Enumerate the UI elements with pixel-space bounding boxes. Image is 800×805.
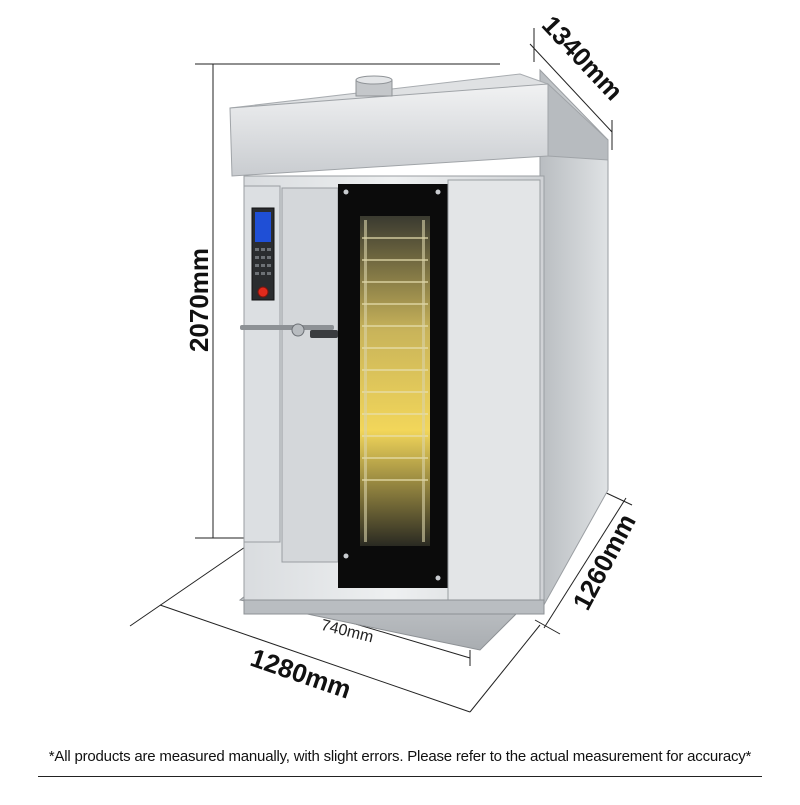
right-door-panel: [447, 179, 541, 605]
control-screen[interactable]: [255, 212, 271, 242]
front-width-dimension-label: 1280mm: [247, 642, 355, 704]
oven-window-glow: [360, 216, 430, 546]
oven-base: [243, 599, 545, 615]
rack-frame-right: [422, 220, 425, 542]
measurement-footnote: *All products are measured manually, wit…: [48, 748, 752, 765]
door-handle-bar[interactable]: [240, 325, 334, 330]
footnote-divider: [38, 776, 762, 777]
control-keypad[interactable]: [255, 248, 271, 275]
hood-side: [547, 82, 609, 161]
rack-frame-left: [364, 220, 367, 542]
chimney-top: [355, 75, 393, 85]
left-door: [281, 187, 339, 563]
door-handle-grip[interactable]: [310, 330, 338, 338]
hood-front: [229, 83, 549, 177]
door-handle-knob[interactable]: [291, 323, 305, 337]
emergency-stop-button[interactable]: [257, 286, 269, 298]
window-screws: [343, 189, 441, 581]
height-dimension-label: 2070mm: [184, 248, 214, 352]
rack-trays: [362, 237, 428, 481]
